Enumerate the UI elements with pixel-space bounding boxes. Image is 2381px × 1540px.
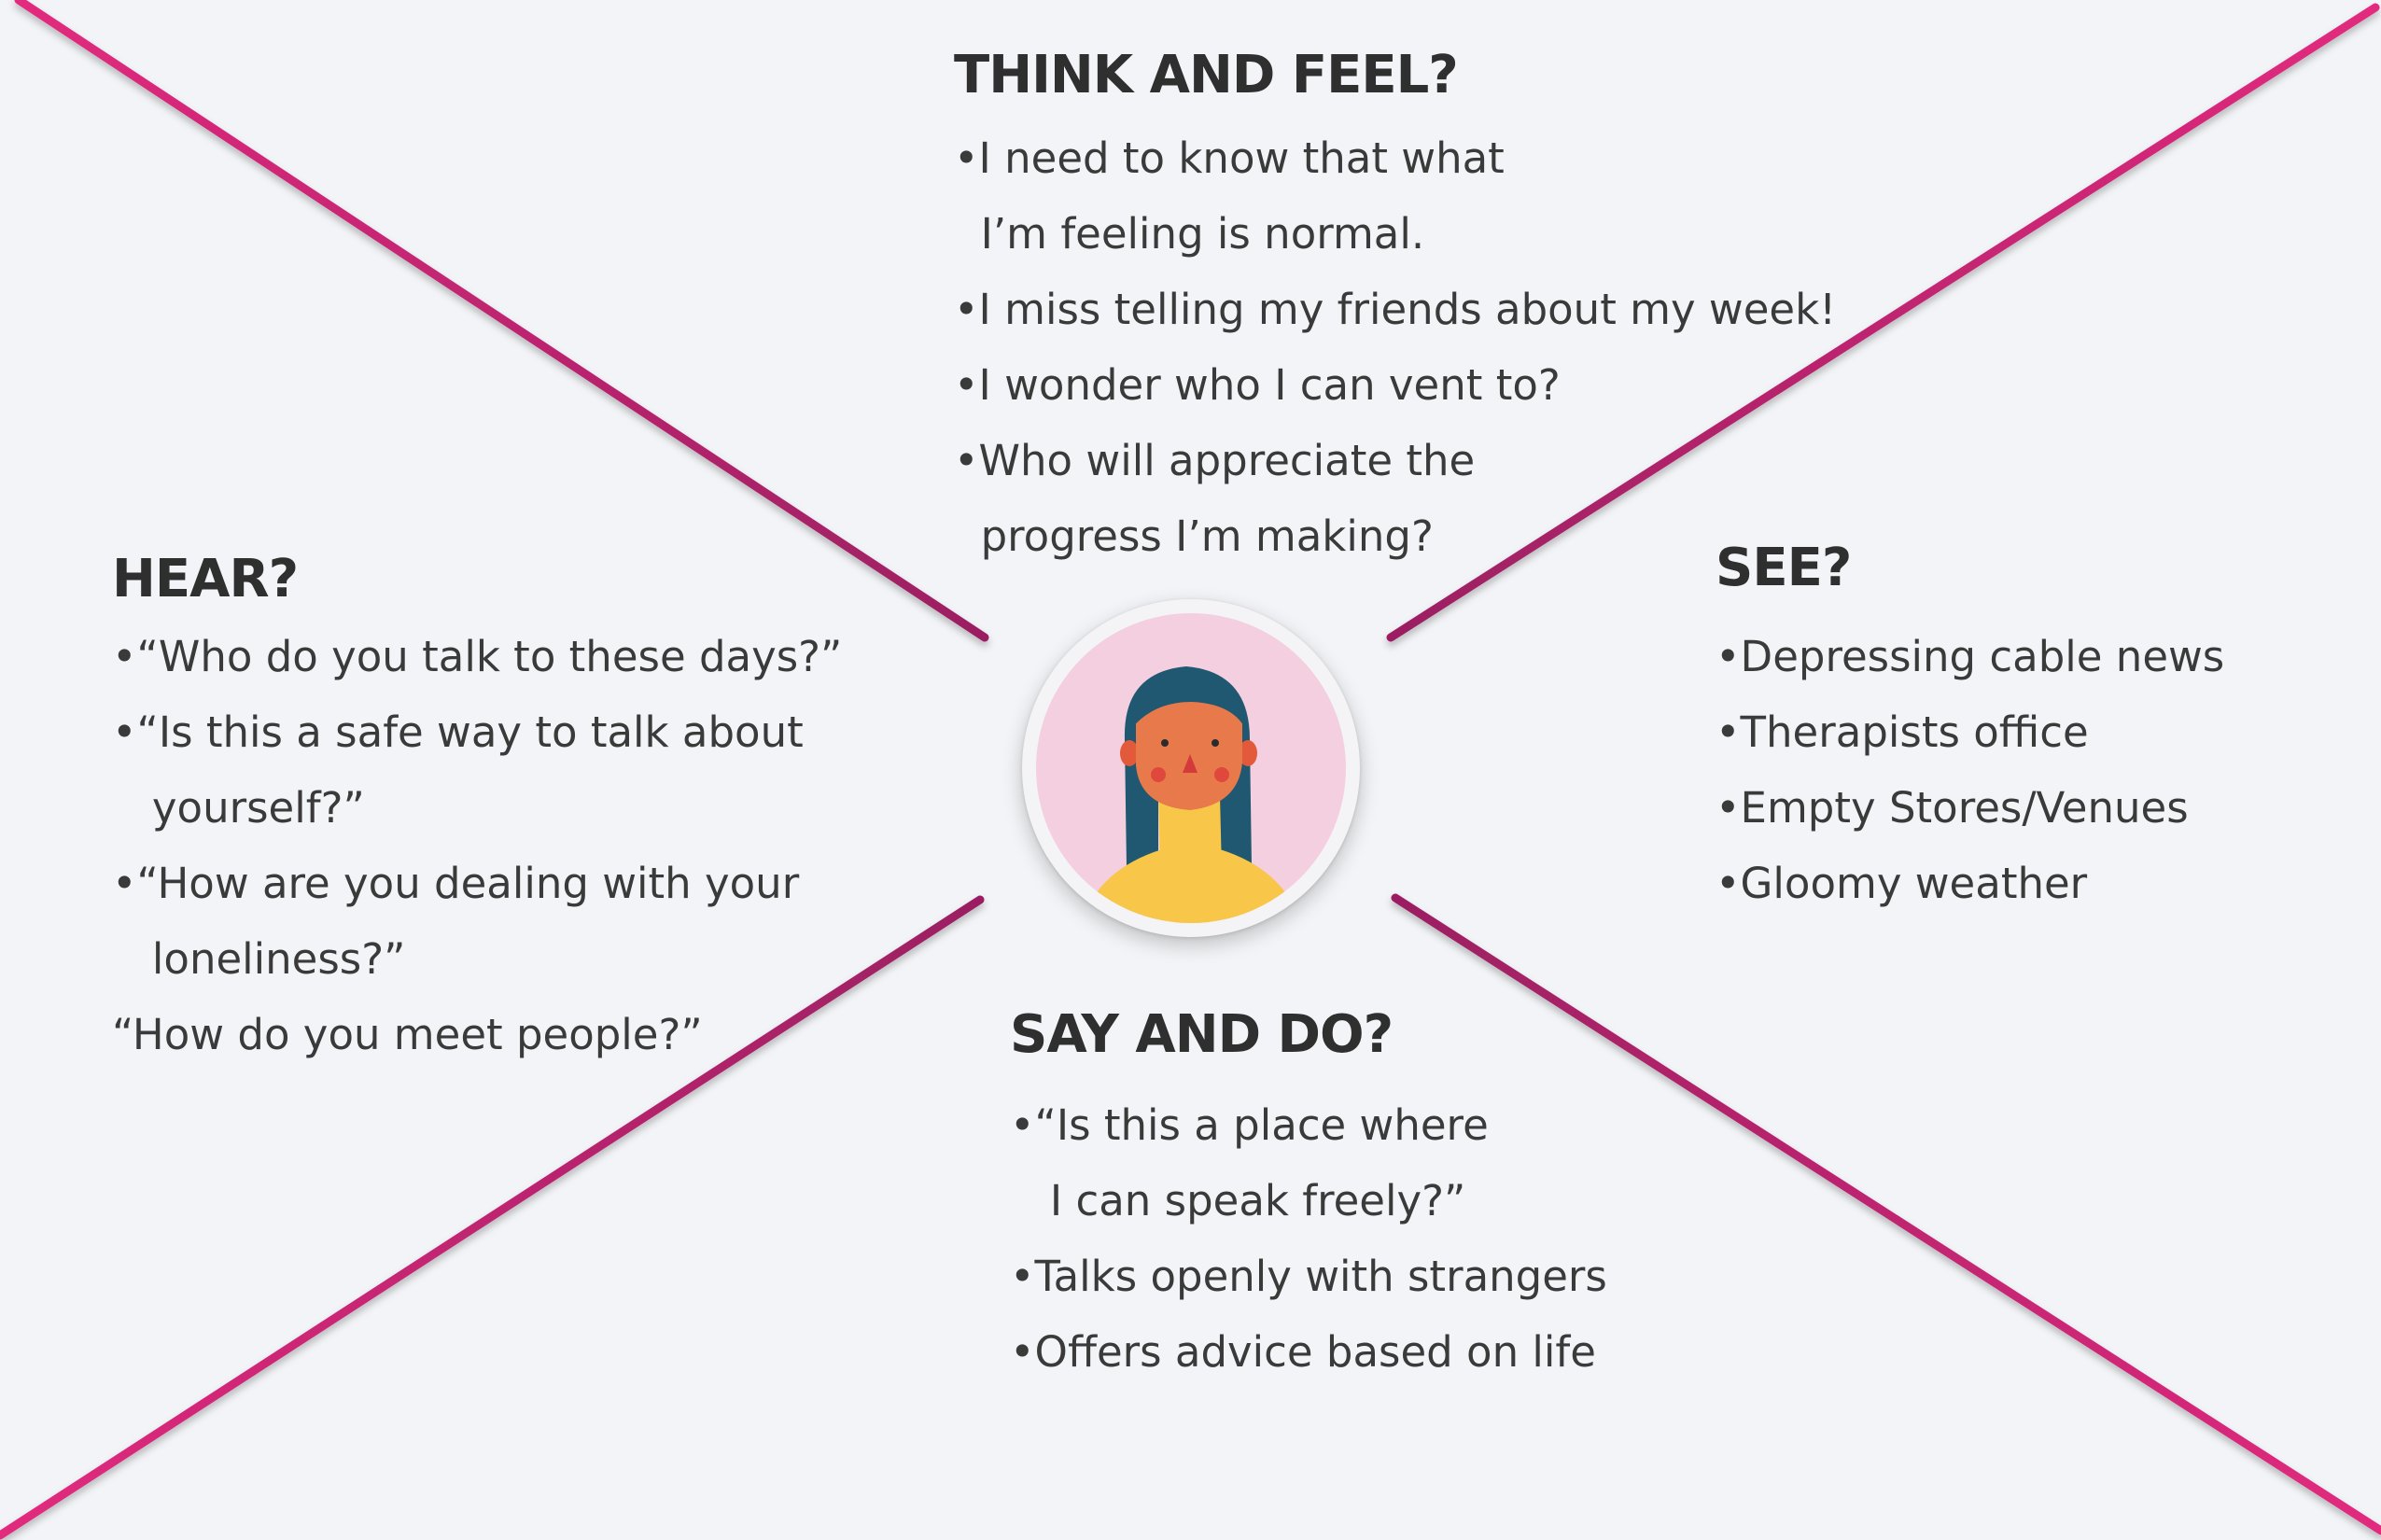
hear-title: HEAR? xyxy=(112,549,299,609)
list-item: •“Is this a place where xyxy=(1010,1100,1489,1150)
list-item: •“Who do you talk to these days?” xyxy=(112,632,843,681)
divider-bottom-right xyxy=(1391,893,2381,1535)
list-item: •I wonder who I can vent to? xyxy=(954,360,1561,410)
say-and-do-list: •“Is this a place where I can speak free… xyxy=(1010,1087,1607,1390)
see-title: SEE? xyxy=(1716,538,1852,598)
list-item: •Therapists office xyxy=(1716,707,2089,757)
see-list: •Depressing cable news •Therapists offic… xyxy=(1716,619,2224,921)
think-and-feel-section: THINK AND FEEL? •I need to know that wha… xyxy=(954,45,1836,574)
list-item: I’m feeling is normal. xyxy=(954,209,1425,259)
hear-section: HEAR? •“Who do you talk to these days?” … xyxy=(112,549,842,1072)
list-item: •“How are you dealing with your xyxy=(112,859,800,908)
see-section: SEE? •Depressing cable news •Therapists … xyxy=(1716,538,2224,921)
list-item: •I miss telling my friends about my week… xyxy=(954,285,1837,334)
divider-top-right xyxy=(1386,3,2380,642)
list-item: progress I’m making? xyxy=(954,511,1434,561)
say-and-do-section: SAY AND DO? •“Is this a place where I ca… xyxy=(1010,1004,1607,1390)
list-item: •Offers advice based on life xyxy=(1010,1327,1596,1377)
persona-avatar xyxy=(1022,599,1360,937)
divider-bottom-left xyxy=(0,895,985,1540)
divider-top-left xyxy=(14,0,989,642)
list-item: “How do you meet people?” xyxy=(112,1010,703,1059)
list-item: •Talks openly with strangers xyxy=(1010,1252,1607,1301)
list-item: yourself?” xyxy=(112,783,365,833)
hear-list: •“Who do you talk to these days?” •“Is t… xyxy=(112,619,842,1072)
list-item: •Gloomy weather xyxy=(1716,859,2088,908)
think-and-feel-list: •I need to know that what I’m feeling is… xyxy=(954,120,1836,574)
list-item: loneliness?” xyxy=(112,934,406,984)
list-item: •Who will appreciate the xyxy=(954,436,1476,485)
list-item: •“Is this a safe way to talk about xyxy=(112,707,804,757)
woman-avatar-icon xyxy=(1036,613,1346,923)
list-item: I can speak freely?” xyxy=(1010,1176,1466,1225)
list-item: •Empty Stores/Venues xyxy=(1716,783,2189,833)
list-item: •I need to know that what xyxy=(954,133,1505,183)
think-and-feel-title: THINK AND FEEL? xyxy=(954,45,1459,105)
say-and-do-title: SAY AND DO? xyxy=(1010,1004,1394,1065)
list-item: •Depressing cable news xyxy=(1716,632,2225,681)
